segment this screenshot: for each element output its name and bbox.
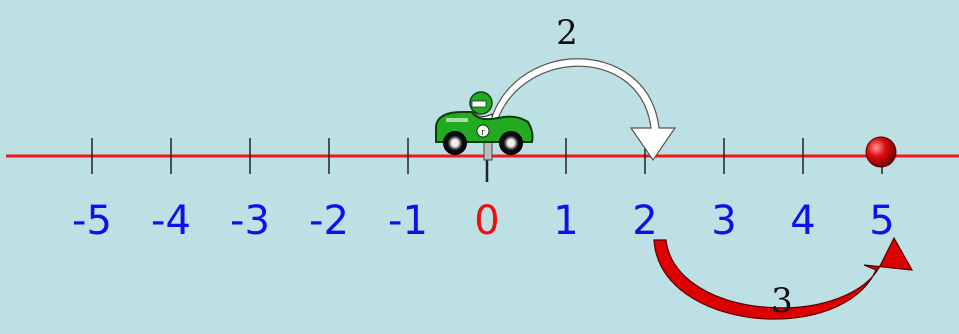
- jump-label-1: 2: [556, 13, 578, 53]
- jump-arrow-1: [487, 58, 677, 162]
- tick-label: -1: [388, 198, 428, 244]
- tick-label: 2: [632, 198, 657, 244]
- tick-label: 0: [474, 198, 499, 244]
- jump-label-2: 3: [771, 281, 793, 321]
- red-ball-icon: [865, 136, 897, 168]
- tick-label: -5: [72, 198, 112, 244]
- tick-label: 1: [553, 198, 578, 244]
- svg-text:r: r: [481, 128, 485, 138]
- tick-label: 5: [869, 198, 894, 244]
- tick-label: -4: [151, 198, 191, 244]
- race-car-icon: r: [435, 91, 534, 161]
- jump-arrow-2: [653, 236, 914, 320]
- tick-label: -3: [230, 198, 270, 244]
- tick-label: 4: [790, 198, 815, 244]
- tick-label-group: -5 -4 -3 -2 -1 0 1 2 3 4 5: [72, 198, 895, 244]
- tick-label: 3: [711, 198, 736, 244]
- tick-label: -2: [309, 198, 349, 244]
